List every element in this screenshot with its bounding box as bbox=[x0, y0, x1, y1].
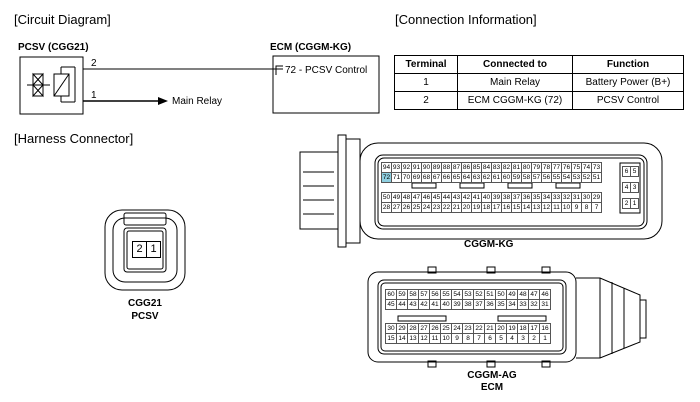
cggm-kg-pin: 51 bbox=[591, 172, 602, 183]
wire-1-label: 1 bbox=[91, 90, 97, 101]
ecm-connector-label: ECM bbox=[480, 382, 504, 393]
pcsv-label: PCSV (CGG21) bbox=[18, 42, 89, 53]
solenoid-valve-icon bbox=[27, 66, 76, 103]
cggm-kg-connector-shape bbox=[299, 134, 663, 248]
connection-table: Terminal Connected to Function 1 Main Re… bbox=[394, 55, 684, 110]
wire-2-label: 2 bbox=[91, 58, 97, 69]
ecm-label: ECM (CGGM-KG) bbox=[270, 42, 352, 53]
ecm-pin-label: 72 - PCSV Control bbox=[285, 65, 368, 76]
cggm-kg-side-pin: 3 bbox=[630, 182, 639, 193]
cggm-ag-label: CGGM-AG bbox=[467, 370, 517, 381]
header-connected-to: Connected to bbox=[457, 55, 573, 74]
cggm-ag-connector-shape bbox=[367, 266, 647, 368]
table-cell: PCSV Control bbox=[572, 91, 684, 110]
table-row: 1 Main Relay Battery Power (B+) bbox=[394, 73, 684, 92]
cggm-kg-label: CGGM-KG bbox=[464, 239, 514, 250]
table-header-row: Terminal Connected to Function bbox=[394, 55, 684, 74]
cgg21-pin: 2 bbox=[132, 241, 147, 258]
cgg21-connector-shape bbox=[104, 209, 186, 291]
header-function: Function bbox=[572, 55, 684, 74]
cggm-kg-pin: 7 bbox=[591, 202, 602, 213]
table-cell: 2 bbox=[394, 91, 458, 110]
cgg21-pin: 1 bbox=[147, 241, 161, 258]
circuit-diagram-title: [Circuit Diagram] bbox=[14, 12, 111, 27]
ecm-box bbox=[272, 55, 380, 114]
pcsv-box bbox=[19, 56, 84, 115]
pcsv-connector-label: PCSV bbox=[131, 311, 159, 322]
table-cell: ECM CGGM-KG (72) bbox=[457, 91, 573, 110]
cggm-ag-pin: 31 bbox=[539, 299, 551, 310]
header-terminal: Terminal bbox=[394, 55, 458, 74]
arrow-right-icon bbox=[158, 97, 168, 105]
main-relay-label: Main Relay bbox=[172, 96, 223, 107]
table-cell: Main Relay bbox=[457, 73, 573, 92]
connection-info-title: [Connection Information] bbox=[395, 12, 537, 27]
cggm-kg-side-pin: 5 bbox=[630, 166, 639, 177]
table-row: 2 ECM CGGM-KG (72) PCSV Control bbox=[394, 91, 684, 110]
cggm-kg-side-pin: 1 bbox=[630, 198, 639, 209]
harness-connector-title: [Harness Connector] bbox=[14, 131, 134, 146]
cgg21-pin-row: 2 1 bbox=[132, 241, 161, 258]
table-cell: 1 bbox=[394, 73, 458, 92]
cgg21-label: CGG21 bbox=[128, 298, 162, 309]
table-cell: Battery Power (B+) bbox=[572, 73, 684, 92]
cggm-ag-pin: 1 bbox=[539, 333, 551, 344]
